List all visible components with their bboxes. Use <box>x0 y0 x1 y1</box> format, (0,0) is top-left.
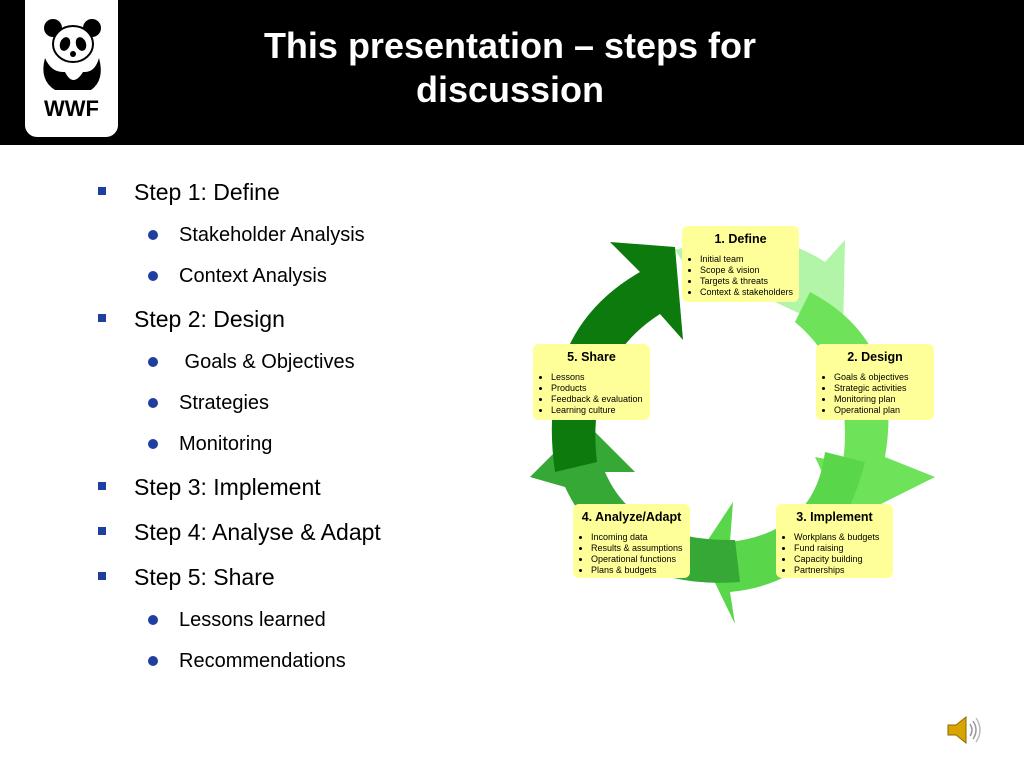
bullet-step4: Step 4: Analyse & Adapt <box>96 515 516 560</box>
step-box-design: 2. Design Goals & objectives Strategic a… <box>816 344 934 420</box>
square-bullet-icon <box>98 527 106 535</box>
step-item: Learning culture <box>551 405 650 416</box>
sub-bullet-label: Context Analysis <box>179 265 327 287</box>
sub-bullet: Stakeholder Analysis <box>96 220 516 261</box>
square-bullet-icon <box>98 187 106 195</box>
bullet-step2: Step 2: Design <box>96 302 516 347</box>
step-item: Plans & budgets <box>591 565 690 576</box>
bullet-label: Step 2: Design <box>134 306 285 332</box>
bullet-label: Step 1: Define <box>134 179 280 205</box>
sub-bullet-label: Lessons learned <box>179 609 326 631</box>
dot-bullet-icon <box>148 439 158 449</box>
wwf-logo: WWF <box>25 0 118 137</box>
sub-bullet: Context Analysis <box>96 261 516 302</box>
bullet-step1: Step 1: Define <box>96 175 516 220</box>
sub-bullet: Monitoring <box>96 429 516 470</box>
step-item: Partnerships <box>794 565 893 576</box>
dot-bullet-icon <box>148 357 158 367</box>
cycle-diagram: 1. Define Initial team Scope & vision Ta… <box>525 222 945 632</box>
step-item: Scope & vision <box>700 265 799 276</box>
step-item: Operational functions <box>591 554 690 565</box>
sub-bullet: Lessons learned <box>96 605 516 646</box>
step-item: Products <box>551 383 650 394</box>
step-box-analyze: 4. Analyze/Adapt Incoming data Results &… <box>573 504 690 578</box>
step-item: Feedback & evaluation <box>551 394 650 405</box>
sub-bullet-label: Goals & Objectives <box>179 351 355 373</box>
bullet-step5: Step 5: Share <box>96 560 516 605</box>
sub-bullet-label: Strategies <box>179 392 270 414</box>
step-box-implement: 3. Implement Workplans & budgets Fund ra… <box>776 504 893 578</box>
step-item: Initial team <box>700 254 799 265</box>
step-title: 2. Design <box>847 350 903 364</box>
bullet-step3: Step 3: Implement <box>96 470 516 515</box>
step-item: Strategic activities <box>834 383 934 394</box>
square-bullet-icon <box>98 572 106 580</box>
step-title: 5. Share <box>567 350 616 364</box>
sub-bullet: Goals & Objectives <box>96 347 516 388</box>
bullet-label: Step 5: Share <box>134 564 275 590</box>
step-item: Fund raising <box>794 543 893 554</box>
step-item: Incoming data <box>591 532 690 543</box>
page-title: This presentation – steps for discussion <box>263 25 757 110</box>
bullet-label: Step 3: Implement <box>134 474 321 500</box>
dot-bullet-icon <box>148 615 158 625</box>
sub-bullet-label: Monitoring <box>179 433 273 455</box>
step-item: Workplans & budgets <box>794 532 893 543</box>
dot-bullet-icon <box>148 656 158 666</box>
sub-bullet: Strategies <box>96 388 516 429</box>
step-item: Operational plan <box>834 405 934 416</box>
step-item: Targets & threats <box>700 276 799 287</box>
step-title: 4. Analyze/Adapt <box>581 510 682 524</box>
step-box-share: 5. Share Lessons Products Feedback & eva… <box>533 344 650 420</box>
square-bullet-icon <box>98 314 106 322</box>
logo-text: WWF <box>44 96 99 121</box>
step-item: Capacity building <box>794 554 893 565</box>
sub-bullet-label: Recommendations <box>179 650 346 672</box>
dot-bullet-icon <box>148 271 158 281</box>
step-item: Results & assumptions <box>591 543 690 554</box>
bullet-list: Step 1: Define Stakeholder Analysis Cont… <box>96 175 516 687</box>
speaker-icon[interactable] <box>944 712 984 748</box>
header-bar: WWF This presentation – steps for discus… <box>0 0 1024 145</box>
step-item: Monitoring plan <box>834 394 934 405</box>
step-item: Context & stakeholders <box>700 287 799 298</box>
dot-bullet-icon <box>148 398 158 408</box>
step-box-define: 1. Define Initial team Scope & vision Ta… <box>682 226 799 302</box>
step-item: Goals & objectives <box>834 372 934 383</box>
step-item: Lessons <box>551 372 650 383</box>
panda-logo-icon <box>43 19 101 90</box>
sub-bullet: Recommendations <box>96 646 516 687</box>
sub-bullet-label: Stakeholder Analysis <box>179 224 365 246</box>
step-title: 1. Define <box>714 232 767 246</box>
bullet-label: Step 4: Analyse & Adapt <box>134 519 381 545</box>
dot-bullet-icon <box>148 230 158 240</box>
square-bullet-icon <box>98 482 106 490</box>
step-title: 3. Implement <box>796 510 873 524</box>
